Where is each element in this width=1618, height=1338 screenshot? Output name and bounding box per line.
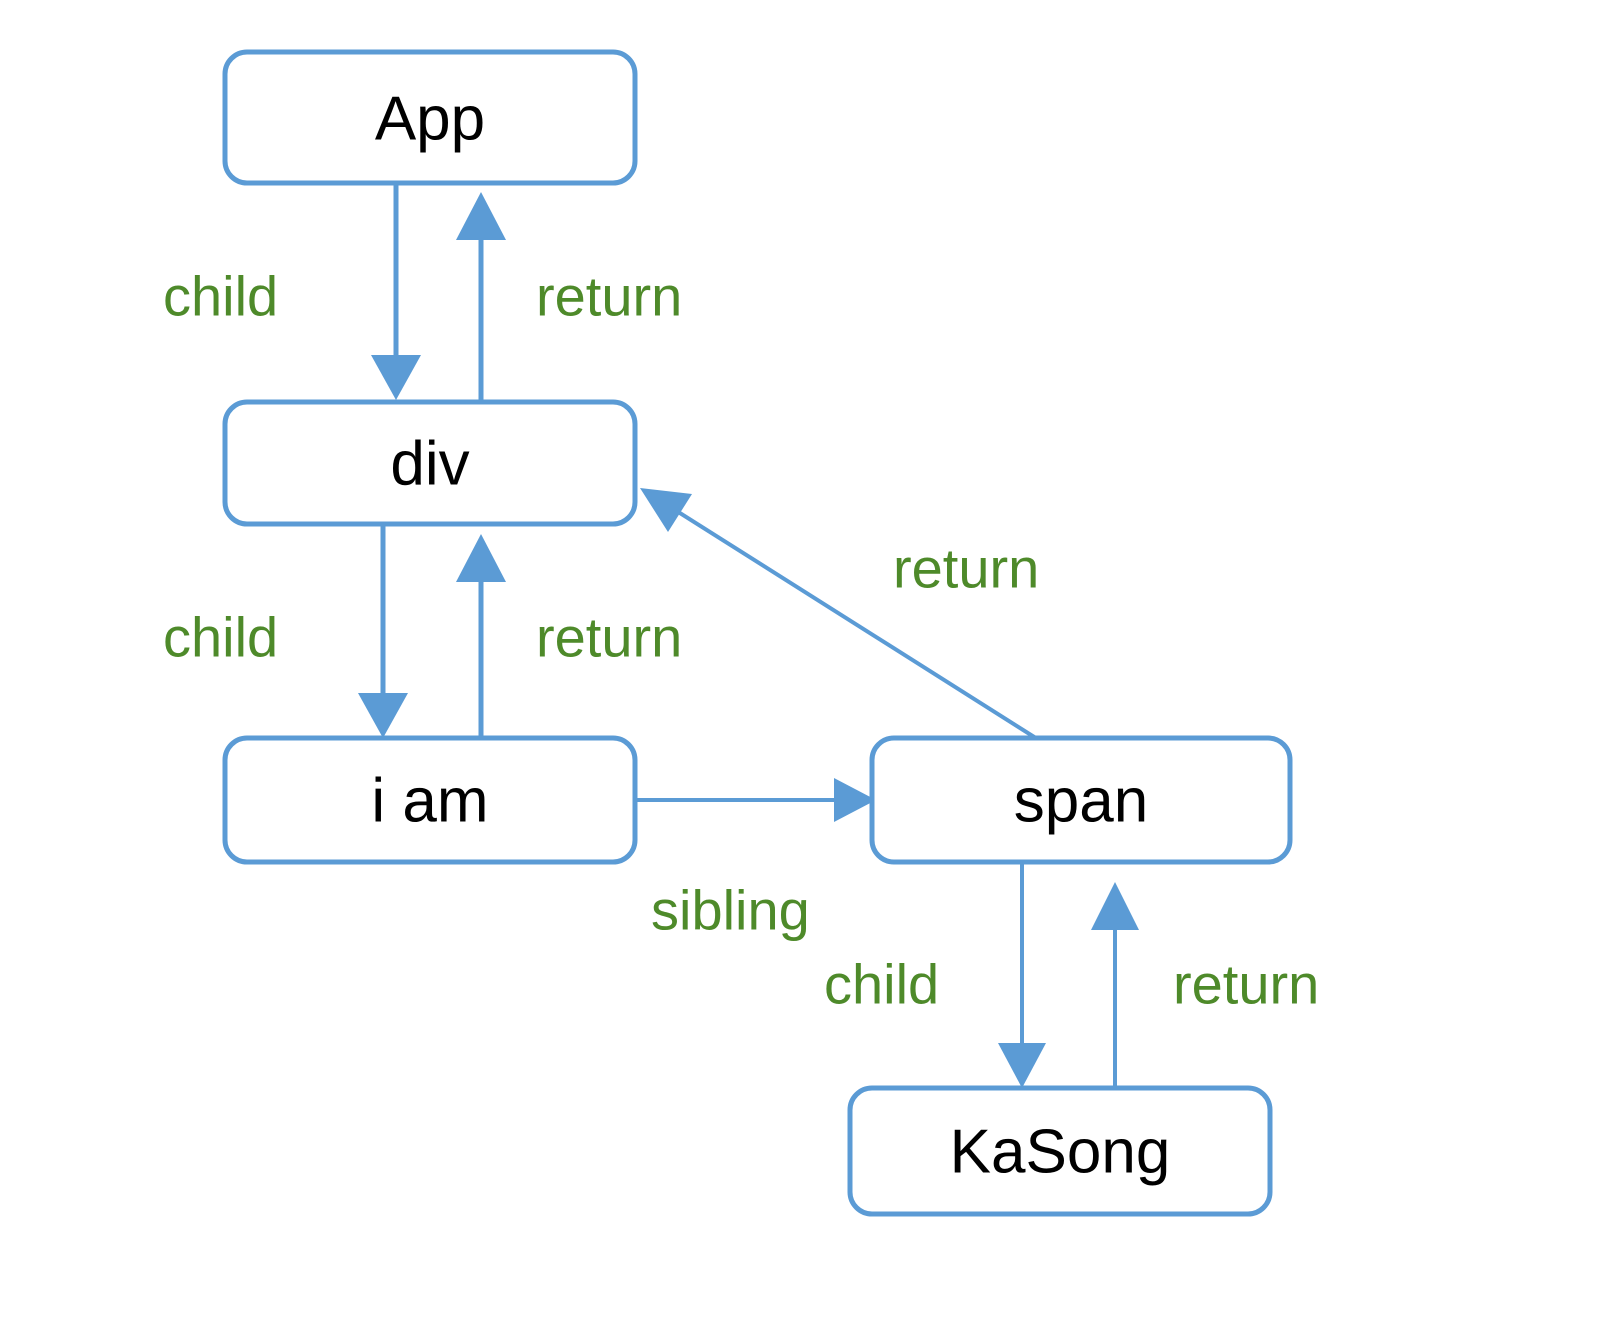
- node-span-label: span: [1014, 767, 1148, 836]
- arrow-head-right: [834, 778, 876, 822]
- node-app[interactable]: App: [222, 49, 638, 186]
- node-kasong-label: KaSong: [950, 1118, 1171, 1187]
- node-div[interactable]: div: [222, 399, 638, 527]
- edge-label-child-span-kasong: child: [824, 953, 939, 1016]
- edge-label-child-app-div: child: [163, 265, 278, 328]
- edge-div-app-return: [456, 192, 506, 402]
- arrow-head-up: [1091, 882, 1139, 930]
- edge-app-div-child: [371, 183, 421, 400]
- edge-label-return-span-div: return: [893, 537, 1039, 600]
- edge-label-return-iam-div: return: [536, 606, 682, 669]
- node-kasong[interactable]: KaSong: [847, 1085, 1273, 1217]
- edge-label-return-div-app: return: [536, 265, 682, 328]
- node-div-label: div: [390, 430, 469, 499]
- edge-kasong-span-return: [1091, 882, 1139, 1088]
- node-span-box[interactable]: [869, 735, 1293, 865]
- arrow-head-diagonal: [640, 488, 692, 532]
- edge-span-kasong-child: [998, 862, 1046, 1088]
- node-div-box[interactable]: [222, 399, 638, 527]
- arrow-head-down: [358, 693, 408, 738]
- edge-label-sibling-iam-span: sibling: [651, 879, 810, 942]
- node-app-label: App: [375, 85, 485, 154]
- node-iam-label: i am: [371, 767, 488, 836]
- node-iam-box[interactable]: [222, 735, 638, 865]
- node-iam[interactable]: i am: [222, 735, 638, 865]
- edge-div-iam-child: [358, 524, 408, 738]
- node-app-box[interactable]: [222, 49, 638, 186]
- edge-iam-span-sibling: [635, 778, 876, 822]
- edge-label-return-kasong-span: return: [1173, 953, 1319, 1016]
- edge-span-div-return: [640, 488, 1060, 754]
- arrow-head-up: [456, 534, 506, 582]
- edge-iam-div-return: [456, 534, 506, 738]
- arrow-head-up: [456, 192, 506, 240]
- arrow-head-down: [998, 1043, 1046, 1088]
- node-kasong-box[interactable]: [847, 1085, 1273, 1217]
- arrow-head-down: [371, 355, 421, 400]
- edge-label-child-div-iam: child: [163, 606, 278, 669]
- node-span[interactable]: span: [869, 735, 1293, 865]
